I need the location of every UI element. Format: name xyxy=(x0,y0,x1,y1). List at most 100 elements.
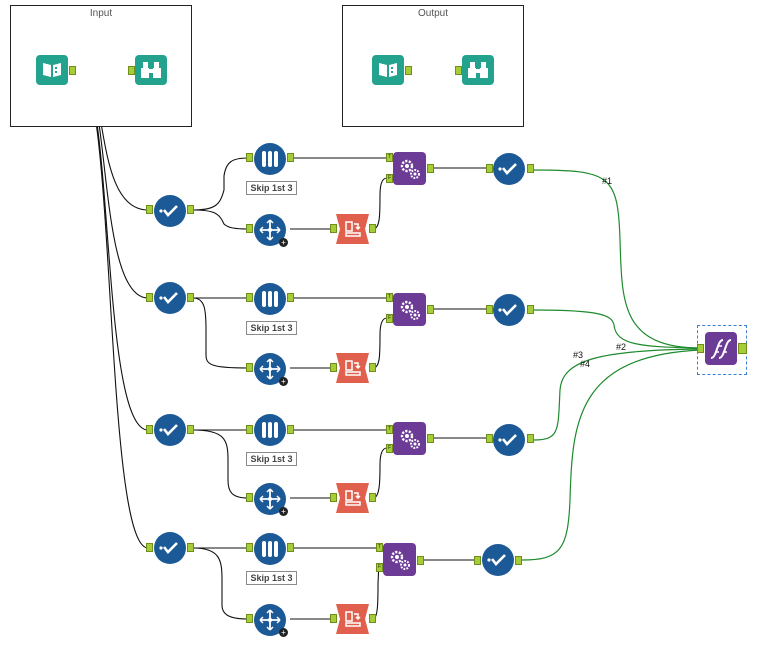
select-tool-out-2[interactable] xyxy=(493,294,525,326)
input-anchor[interactable] xyxy=(128,66,135,75)
browse-binoculars-icon xyxy=(468,62,488,78)
output-anchor[interactable] xyxy=(369,363,376,372)
input-data-book-icon xyxy=(43,63,61,77)
input-anchor-f[interactable]: F xyxy=(386,444,393,453)
input-anchor[interactable] xyxy=(146,543,153,552)
input-anchor[interactable] xyxy=(697,344,704,353)
union-tool[interactable] xyxy=(705,332,737,365)
input-anchor[interactable] xyxy=(146,293,153,302)
input-anchor[interactable] xyxy=(246,224,253,233)
select-checkmark-icon xyxy=(159,205,178,217)
output-input-data-tool[interactable] xyxy=(372,55,404,85)
output-anchor[interactable] xyxy=(427,164,434,173)
select-tool-1[interactable] xyxy=(154,195,186,227)
output-anchor[interactable] xyxy=(187,425,194,434)
select-checkmark-icon xyxy=(498,163,517,175)
sample-tool-2[interactable] xyxy=(254,283,286,315)
input-anchor[interactable] xyxy=(474,556,481,565)
connection-wire xyxy=(77,69,149,549)
select-tool-out-1[interactable] xyxy=(493,153,525,185)
output-anchor[interactable] xyxy=(369,614,376,623)
input-anchor[interactable] xyxy=(330,224,337,233)
macro-tool-1[interactable] xyxy=(393,152,426,185)
input-anchor[interactable] xyxy=(330,614,337,623)
output-anchor[interactable] xyxy=(427,305,434,314)
input-anchor-t[interactable]: T xyxy=(386,425,393,434)
input-anchor[interactable] xyxy=(246,153,253,162)
select-tool-3[interactable] xyxy=(154,414,186,446)
output-anchor[interactable] xyxy=(187,205,194,214)
output-anchor[interactable] xyxy=(527,164,534,173)
record-id-crosshair-icon xyxy=(259,219,281,241)
union-wire-4 xyxy=(521,349,701,561)
output-container[interactable]: Output xyxy=(342,5,524,127)
select-tool-4[interactable] xyxy=(154,532,186,564)
input-anchor[interactable] xyxy=(330,493,337,502)
sample-test-tubes-icon xyxy=(262,151,278,167)
transpose-tool-4[interactable] xyxy=(336,604,369,634)
select-tool-2[interactable] xyxy=(154,282,186,314)
input-anchor[interactable] xyxy=(486,305,493,314)
input-anchor[interactable] xyxy=(246,543,253,552)
input-anchor[interactable] xyxy=(146,425,153,434)
output-anchor[interactable] xyxy=(738,343,747,354)
output-anchor[interactable] xyxy=(527,305,534,314)
transpose-tool-1[interactable] xyxy=(336,214,369,244)
input-anchor-f[interactable]: F xyxy=(376,563,383,572)
output-anchor[interactable] xyxy=(527,434,534,443)
output-anchor[interactable] xyxy=(405,66,412,75)
browse-tool[interactable] xyxy=(135,55,167,85)
union-wire-2 xyxy=(533,309,701,349)
input-anchor-f[interactable]: F xyxy=(386,174,393,183)
transpose-tool-3[interactable] xyxy=(336,483,369,513)
input-anchor-t[interactable]: T xyxy=(386,153,393,162)
input-anchor[interactable] xyxy=(246,363,253,372)
input-anchor-t[interactable]: T xyxy=(386,293,393,302)
sample-tool-1[interactable] xyxy=(254,143,286,175)
input-anchor[interactable] xyxy=(246,493,253,502)
input-data-tool[interactable] xyxy=(36,55,68,85)
input-anchor[interactable] xyxy=(330,363,337,372)
macro-tool-2[interactable] xyxy=(393,293,426,326)
plus-icon: + xyxy=(279,238,288,247)
sample-test-tubes-icon xyxy=(262,291,278,307)
connection-wire xyxy=(192,157,249,211)
output-anchor[interactable] xyxy=(187,543,194,552)
sample-test-tubes-icon xyxy=(262,422,278,438)
transpose-table-icon xyxy=(344,221,361,237)
input-anchor-t[interactable]: T xyxy=(376,543,383,552)
output-anchor[interactable] xyxy=(515,556,522,565)
output-browse-tool[interactable] xyxy=(462,55,494,85)
output-anchor[interactable] xyxy=(187,293,194,302)
output-anchor[interactable] xyxy=(287,543,294,552)
sample-tool-4[interactable] xyxy=(254,533,286,565)
select-tool-out-3[interactable] xyxy=(493,424,525,456)
transpose-tool-2[interactable] xyxy=(336,353,369,383)
output-anchor[interactable] xyxy=(69,66,76,75)
input-anchor[interactable] xyxy=(486,164,493,173)
sample-tool-3[interactable] xyxy=(254,414,286,446)
input-anchor-f[interactable]: F xyxy=(386,314,393,323)
input-anchor[interactable] xyxy=(246,425,253,434)
select-tool-out-4[interactable] xyxy=(482,544,514,576)
output-anchor[interactable] xyxy=(287,425,294,434)
input-anchor[interactable] xyxy=(486,434,493,443)
output-anchor[interactable] xyxy=(287,293,294,302)
record-id-tool-1[interactable] xyxy=(254,214,286,246)
input-anchor[interactable] xyxy=(246,293,253,302)
output-anchor[interactable] xyxy=(369,493,376,502)
input-anchor[interactable] xyxy=(455,66,462,75)
output-anchor[interactable] xyxy=(417,556,424,565)
input-anchor[interactable] xyxy=(146,205,153,214)
output-anchor[interactable] xyxy=(369,224,376,233)
transpose-table-icon xyxy=(344,611,361,627)
macro-tool-4[interactable] xyxy=(383,543,416,576)
output-anchor[interactable] xyxy=(427,434,434,443)
output-container-title: Output xyxy=(417,8,449,19)
macro-tool-3[interactable] xyxy=(393,422,426,455)
input-anchor[interactable] xyxy=(246,614,253,623)
output-anchor[interactable] xyxy=(287,153,294,162)
macro-gears-icon xyxy=(390,550,410,570)
select-checkmark-icon xyxy=(159,292,178,304)
